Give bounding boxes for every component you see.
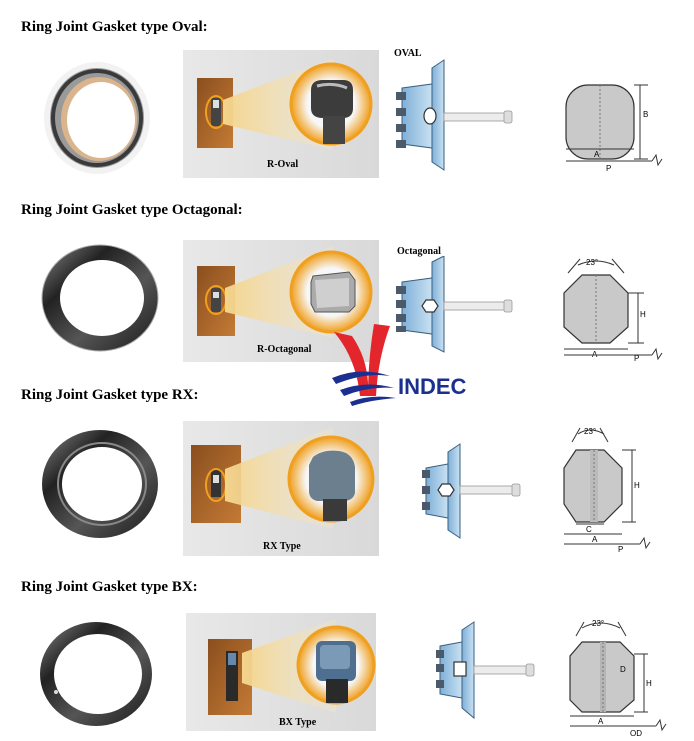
octagonal-ring-image — [41, 244, 159, 352]
octagonal-dim-angle: 23° — [586, 258, 598, 267]
oval-dimension-diagram: B A P — [565, 84, 663, 173]
bx-dim-od: OD — [630, 729, 642, 738]
octagonal-dim-p: P — [634, 354, 639, 363]
bx-dimension-diagram: 23° D H A OD — [569, 619, 667, 738]
rx-dim-c: C — [586, 525, 592, 534]
octagonal-flange-label: Octagonal — [397, 246, 441, 257]
rx-dim-angle: 23° — [584, 427, 596, 436]
section-title-octagonal: Ring Joint Gasket type Octagonal: — [21, 202, 243, 218]
octagonal-photo-panel: R-Octagonal — [183, 240, 379, 362]
rx-photo-caption: RX Type — [263, 541, 301, 552]
oval-flange-label: OVAL — [394, 48, 422, 59]
indec-logo-text: INDEC — [398, 374, 467, 399]
oval-ring-image — [44, 62, 150, 174]
rx-photo-panel: RX Type — [183, 421, 379, 556]
bx-ring-image — [40, 622, 152, 726]
bx-dim-d: D — [620, 665, 626, 674]
oval-flange-diagram — [396, 59, 513, 171]
section-title-bx: Ring Joint Gasket type BX: — [21, 579, 198, 595]
bx-dim-angle: 23° — [592, 619, 604, 628]
oval-dim-b: B — [643, 110, 648, 119]
rx-flange-diagram — [422, 443, 521, 539]
bx-dim-h: H — [646, 679, 652, 688]
bx-dim-a: A — [598, 717, 604, 726]
oval-photo-caption: R-Oval — [267, 159, 299, 170]
bx-photo-caption: BX Type — [279, 717, 317, 728]
bx-photo-panel: BX Type — [186, 613, 376, 731]
rx-dim-h: H — [634, 481, 640, 490]
octagonal-dim-h: H — [640, 310, 646, 319]
oval-dim-p: P — [606, 164, 611, 173]
rx-dimension-diagram: 23° H C A P — [563, 427, 651, 554]
octagonal-photo-caption: R-Octagonal — [257, 344, 312, 355]
section-title-rx: Ring Joint Gasket type RX: — [21, 387, 199, 403]
octagonal-dimension-diagram: 23° H A P — [563, 258, 663, 363]
oval-dim-a: A — [594, 150, 600, 159]
section-title-oval: Ring Joint Gasket type Oval: — [21, 19, 208, 35]
rx-dim-a: A — [592, 535, 598, 544]
rx-ring-image — [42, 430, 158, 538]
oval-photo-panel: R-Oval — [183, 50, 379, 178]
rx-dim-p: P — [618, 545, 623, 554]
bx-flange-diagram — [436, 621, 535, 720]
octagonal-flange-diagram — [396, 256, 513, 353]
indec-logo-mark — [332, 324, 396, 406]
